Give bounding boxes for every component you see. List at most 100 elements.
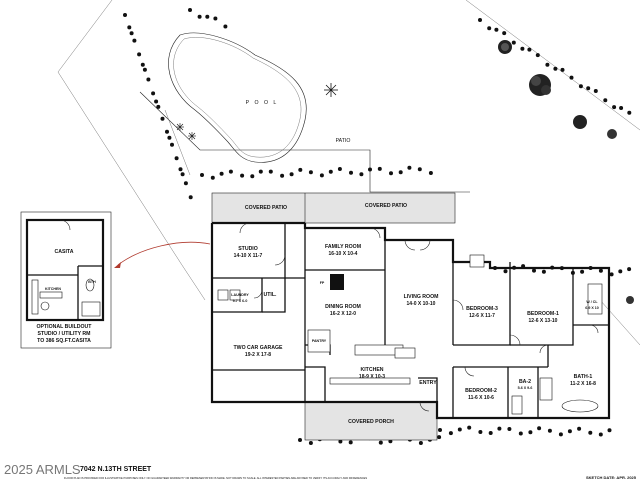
- shrub-dot: [588, 430, 593, 435]
- shrub-dot: [598, 432, 603, 437]
- shrub-dot: [268, 169, 273, 174]
- shrub-dot: [258, 169, 263, 174]
- shrub-dot: [140, 62, 145, 67]
- casita-note-line-1: OPTIONAL BUILDOUT: [37, 324, 93, 330]
- footer: 2025 ARMLS 7042 N.13TH STREET FLOOR PLAN…: [4, 462, 637, 480]
- pool-label: P O O L: [246, 100, 279, 106]
- covered-patio-right-label: COVERED PATIO: [365, 203, 407, 209]
- shrub-dot: [377, 166, 382, 171]
- studio-name: STUDIO: [238, 246, 258, 252]
- shrub-dot: [487, 26, 492, 31]
- shrub-dot: [567, 429, 572, 434]
- shrub-dot: [188, 8, 192, 12]
- bath-2-size: 5-6 X 9-6: [518, 386, 533, 390]
- shrub-dot: [188, 195, 193, 200]
- shrub-dot: [308, 170, 313, 175]
- shrub-dot: [280, 173, 285, 178]
- shrub-dot: [502, 31, 507, 36]
- shrub-dot: [448, 431, 453, 436]
- shrub-dot: [178, 167, 183, 172]
- shrub-dot: [609, 272, 614, 277]
- watermark: 2025 ARMLS: [4, 462, 81, 477]
- shrub-dot: [569, 75, 574, 80]
- shrub-dot: [497, 426, 502, 431]
- casita-inset: CASITA KITCHEN BTH OPTIONAL BUILDOUT STU…: [20, 211, 112, 349]
- shrub-dot: [528, 430, 533, 435]
- shrub-dot: [558, 432, 563, 437]
- fixtures: FP PANTRY: [217, 254, 603, 415]
- shrub-dot: [308, 441, 313, 445]
- laundry-name: LAUNDRY: [231, 293, 249, 297]
- shrub-dot: [518, 431, 523, 436]
- shrub-dot: [398, 170, 403, 175]
- shrub-dot: [535, 53, 540, 58]
- shrub-dot: [541, 269, 546, 274]
- shrub-dot: [328, 169, 333, 174]
- kitchen-name: KITCHEN: [360, 367, 383, 373]
- walk-in-closet-name: W / CL: [586, 300, 598, 304]
- lot-lines: [57, 0, 640, 346]
- shrub-dot: [337, 167, 342, 171]
- casita-note-line-3: TO 386 SQ.FT.CASITA: [37, 338, 91, 344]
- shrub-dot: [457, 427, 462, 432]
- shrub-dot: [319, 173, 324, 178]
- shrub-dot: [503, 269, 508, 274]
- pantry-label: PANTRY: [312, 339, 327, 343]
- shrub-dot: [378, 440, 383, 445]
- shrub-dot: [349, 170, 353, 175]
- shrub-dot: [142, 67, 147, 72]
- bedroom-3-name: BEDROOM-3: [466, 306, 498, 312]
- patio-label: PATIO: [336, 138, 351, 144]
- walk-in-closet-size: 6-9 X 10: [585, 306, 599, 310]
- shrub-dot: [488, 431, 493, 435]
- shrub-dot: [240, 173, 245, 178]
- casita-bath-label: BTH: [88, 280, 96, 284]
- shrub-dot: [578, 84, 583, 89]
- door-swings: [239, 222, 599, 412]
- bath-1-name: BATH-1: [574, 374, 593, 380]
- shrub-dot: [160, 116, 165, 121]
- shrub-dot: [428, 171, 433, 175]
- shrub-dot: [478, 18, 482, 22]
- shrub-dot: [180, 172, 185, 177]
- shrub-dot: [228, 169, 233, 174]
- bedroom-1-name: BEDROOM-1: [527, 311, 559, 317]
- shrub-dot: [593, 89, 598, 93]
- shrub-dot: [359, 172, 364, 177]
- shrub-dot: [200, 173, 204, 177]
- shrub-dot: [511, 40, 516, 45]
- shrub-dot: [129, 31, 134, 36]
- shrub-dot: [547, 428, 552, 433]
- shrub-dot: [298, 438, 302, 442]
- living-room-name: LIVING ROOM: [404, 294, 439, 300]
- family-room-size: 16-10 X 10-4: [329, 251, 358, 257]
- sketch-date: SKETCH DATE: APR. 2025: [586, 475, 637, 480]
- shrub-dot: [197, 14, 202, 19]
- shrub-dot: [580, 269, 585, 274]
- shrub-dot: [560, 67, 565, 72]
- shrub-dot: [527, 47, 532, 52]
- shrub-dot: [219, 171, 224, 176]
- casita-title: CASITA: [55, 249, 74, 255]
- disclaimer-text: FLOOR PLAN IS PROVIDED FOR ILLUSTRATIVE …: [64, 476, 367, 480]
- kitchen-size: 18-9 X 10-3: [359, 374, 385, 380]
- room-labels: STUDIO 14-10 X 11-7 FAMILY ROOM 16-10 X …: [231, 244, 599, 401]
- shrub-dot: [289, 172, 294, 177]
- shrub-dot: [553, 66, 558, 71]
- bedroom-2-name: BEDROOM-2: [465, 388, 497, 394]
- shrub-dot: [627, 110, 632, 115]
- shrub-dot: [165, 129, 169, 134]
- shrub-dot: [537, 426, 542, 431]
- shrub-dot: [154, 99, 159, 104]
- shrub-dot: [418, 441, 423, 445]
- shrub-dot: [170, 142, 174, 147]
- casita-pointer-arrow: [114, 241, 211, 268]
- pool: P O O L: [168, 32, 307, 163]
- shrub-dot: [467, 425, 472, 430]
- shrub-dot: [494, 27, 499, 32]
- shrub-dot: [507, 427, 512, 431]
- fireplace-label: FP: [320, 281, 325, 285]
- shrub-dot: [598, 268, 603, 273]
- shrub-dot: [146, 77, 151, 82]
- shrub-dot: [183, 181, 188, 186]
